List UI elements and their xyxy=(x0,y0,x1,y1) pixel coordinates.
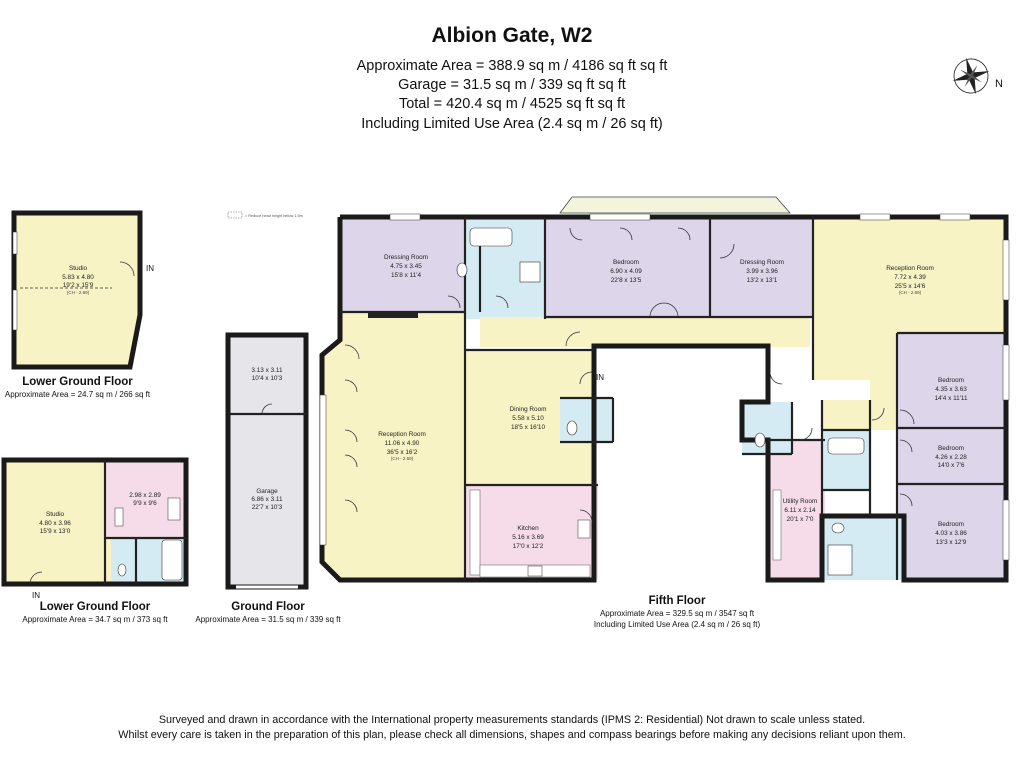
room-dim-m: 7.72 x 4.39 xyxy=(894,274,926,281)
room-dim-ft: 14'0 x 7'6 xyxy=(938,462,965,469)
room-dim-ft: 15'9 x 13'0 xyxy=(40,528,71,535)
room-dim-ft: 18'5 x 16'10 xyxy=(511,424,546,431)
wc-icon xyxy=(754,432,766,448)
disclaimer-line-1: Surveyed and drawn in accordance with th… xyxy=(158,714,866,726)
room-dim-ft: 17'0 x 12'2 xyxy=(513,543,544,550)
area-summary: Approximate Area = 388.9 sq m / 4186 sq … xyxy=(0,57,1024,134)
door-swing-icon xyxy=(344,227,915,523)
shower-icon xyxy=(827,544,853,576)
bath-icon xyxy=(469,227,513,247)
limited-use-area-line: Including Limited Use Area (2.4 sq m / 2… xyxy=(361,115,663,132)
room-dim-ft: 10'4 x 10'3 xyxy=(252,375,283,382)
room-dim-ft: 15'8 x 11'4 xyxy=(391,272,421,279)
room-name: Utility Room xyxy=(783,498,817,505)
room-name: Bedroom xyxy=(938,445,964,452)
room-name: Studio xyxy=(69,265,88,272)
lower-ground-floor-2-plan: Studio 4.80 x 3.96 15'9 x 13'0 2.98 x 2.… xyxy=(1,457,189,600)
room-ceiling-height: (CH - 2.69) xyxy=(899,290,922,295)
room-dim-ft: 14'4 x 11'11 xyxy=(934,395,968,402)
room-ceiling-height: (CH - 2.69) xyxy=(391,456,414,461)
wc-icon xyxy=(456,262,468,278)
room-dim-m: 3.99 x 3.96 xyxy=(746,268,778,275)
floor-name: Fifth Floor xyxy=(648,595,706,607)
floor-name: Lower Ground Floor xyxy=(22,376,133,388)
floor-area: Approximate Area = 31.5 sq m / 339 sq ft xyxy=(195,615,341,624)
floor-label-lower-ground-2: Lower Ground Floor Approximate Area = 34… xyxy=(0,601,190,624)
room-name: Bedroom xyxy=(938,377,964,384)
disclaimer-line-2: Whilst every care is taken in the prepar… xyxy=(118,729,906,741)
plan-title: Albion Gate, W2 xyxy=(431,24,593,47)
room-name: Reception Room xyxy=(886,265,934,272)
room-dim-m: 4.80 x 3.96 xyxy=(39,520,71,527)
hob-icon xyxy=(527,565,543,577)
entry-label: IN xyxy=(32,591,40,600)
lower-ground-floor-1-plan: Studio 19'2 x 15'9 5.83 x 4.80 (CH - 2.6… xyxy=(11,210,154,370)
room-name: Kitchen xyxy=(517,525,539,532)
room-dim-ft: 13'2 x 13'1 xyxy=(747,277,778,284)
room-dim-m: 11.06 x 4.90 xyxy=(385,440,420,447)
wc-icon xyxy=(566,420,578,436)
approximate-area-line: Approximate Area = 388.9 sq m / 4186 sq … xyxy=(356,58,668,74)
room-name: Reception Room xyxy=(378,431,426,438)
room-dim-m: 5.83 x 4.80 xyxy=(62,274,94,281)
wc-icon xyxy=(831,522,845,534)
room-dim-ft: 22'8 x 13'5 xyxy=(611,277,642,284)
room-dim-m: 4.03 x 3.86 xyxy=(935,530,967,537)
total-area-line: Total = 420.4 sq m / 4525 sq ft sq ft xyxy=(398,96,626,113)
room-name: Bedroom xyxy=(613,259,639,266)
room-dim-m: 6.86 x 3.11 xyxy=(251,496,283,503)
room-dim-ft: 13'3 x 12'9 xyxy=(936,539,967,546)
room-dim-ft: 25'5 x 14'6 xyxy=(895,283,926,290)
compass-north-label: N xyxy=(995,78,1003,90)
room-dim-m: 6.11 x 2.14 xyxy=(784,507,816,514)
room-name: Bedroom xyxy=(938,521,964,528)
shower-icon xyxy=(519,261,541,283)
compass-rose-icon: N xyxy=(952,57,1003,95)
floor-area: Approximate Area = 24.7 sq m / 266 sq ft xyxy=(4,390,151,399)
room-dim-ft: 19'2 x 15'9 xyxy=(63,282,94,289)
room-name: Garage xyxy=(256,488,278,495)
room-dim-m: 4.35 x 3.63 xyxy=(935,386,967,393)
floor-limited-use-area: Including Limited Use Area (2.4 sq m / 2… xyxy=(593,620,761,629)
entry-label: IN xyxy=(596,373,604,382)
room-name: Dressing Room xyxy=(384,254,428,261)
floor-area: Approximate Area = 34.7 sq m / 373 sq ft xyxy=(22,615,168,624)
floor-area: Approximate Area = 329.5 sq m / 3547 sq … xyxy=(599,609,755,618)
bath-icon xyxy=(827,437,865,455)
garage-area-line: Garage = 31.5 sq m / 339 sq ft sq ft xyxy=(398,77,626,94)
room-dim-ft: 9'9 x 9'6 xyxy=(133,500,157,507)
room-dim-m: 5.58 x 5.10 xyxy=(512,415,544,422)
room-dim-ft: 36'5 x 16'2 xyxy=(387,449,418,456)
room-dim-m: 5.16 x 3.69 xyxy=(512,534,544,541)
entry-label: IN xyxy=(146,264,154,273)
room-name: Dressing Room xyxy=(740,259,784,266)
floor-label-lower-ground-1: Lower Ground Floor Approximate Area = 24… xyxy=(0,376,155,399)
legend-text: = Reduce head height below 1.5m xyxy=(245,214,303,218)
floor-name: Lower Ground Floor xyxy=(39,601,151,613)
room-name: Studio xyxy=(46,511,65,518)
fifth-floor-plan: Dressing Room 4.75 x 3.45 15'8 x 11'4 Be… xyxy=(319,196,1010,583)
room-dim-m: 4.26 x 2.28 xyxy=(935,454,967,461)
room-ceiling-height: (CH - 2.69) xyxy=(67,290,90,295)
room-dim-m: 4.75 x 3.45 xyxy=(390,263,422,270)
floor-name: Ground Floor xyxy=(231,601,305,613)
floor-label-fifth: Fifth Floor Approximate Area = 329.5 sq … xyxy=(577,595,777,629)
disclaimer: Surveyed and drawn in accordance with th… xyxy=(0,713,1024,743)
room-dim-ft: 22'7 x 10'3 xyxy=(252,504,283,511)
room-dim-m: 6.90 x 4.09 xyxy=(610,268,642,275)
floor-label-ground: Ground Floor Approximate Area = 31.5 sq … xyxy=(188,601,348,624)
room-dim-m: 3.13 x 3.11 xyxy=(251,367,283,374)
room-dim-m: 2.98 x 2.89 xyxy=(129,492,161,499)
room-name: Dining Room xyxy=(510,406,547,413)
ground-floor-plan: 3.13 x 3.11 10'4 x 10'3 Garage 6.86 x 3.… xyxy=(225,332,309,590)
head-height-legend: = Reduce head height below 1.5m xyxy=(227,211,303,219)
sink-icon xyxy=(577,519,591,539)
room-dim-ft: 20'1 x 7'0 xyxy=(787,516,814,523)
